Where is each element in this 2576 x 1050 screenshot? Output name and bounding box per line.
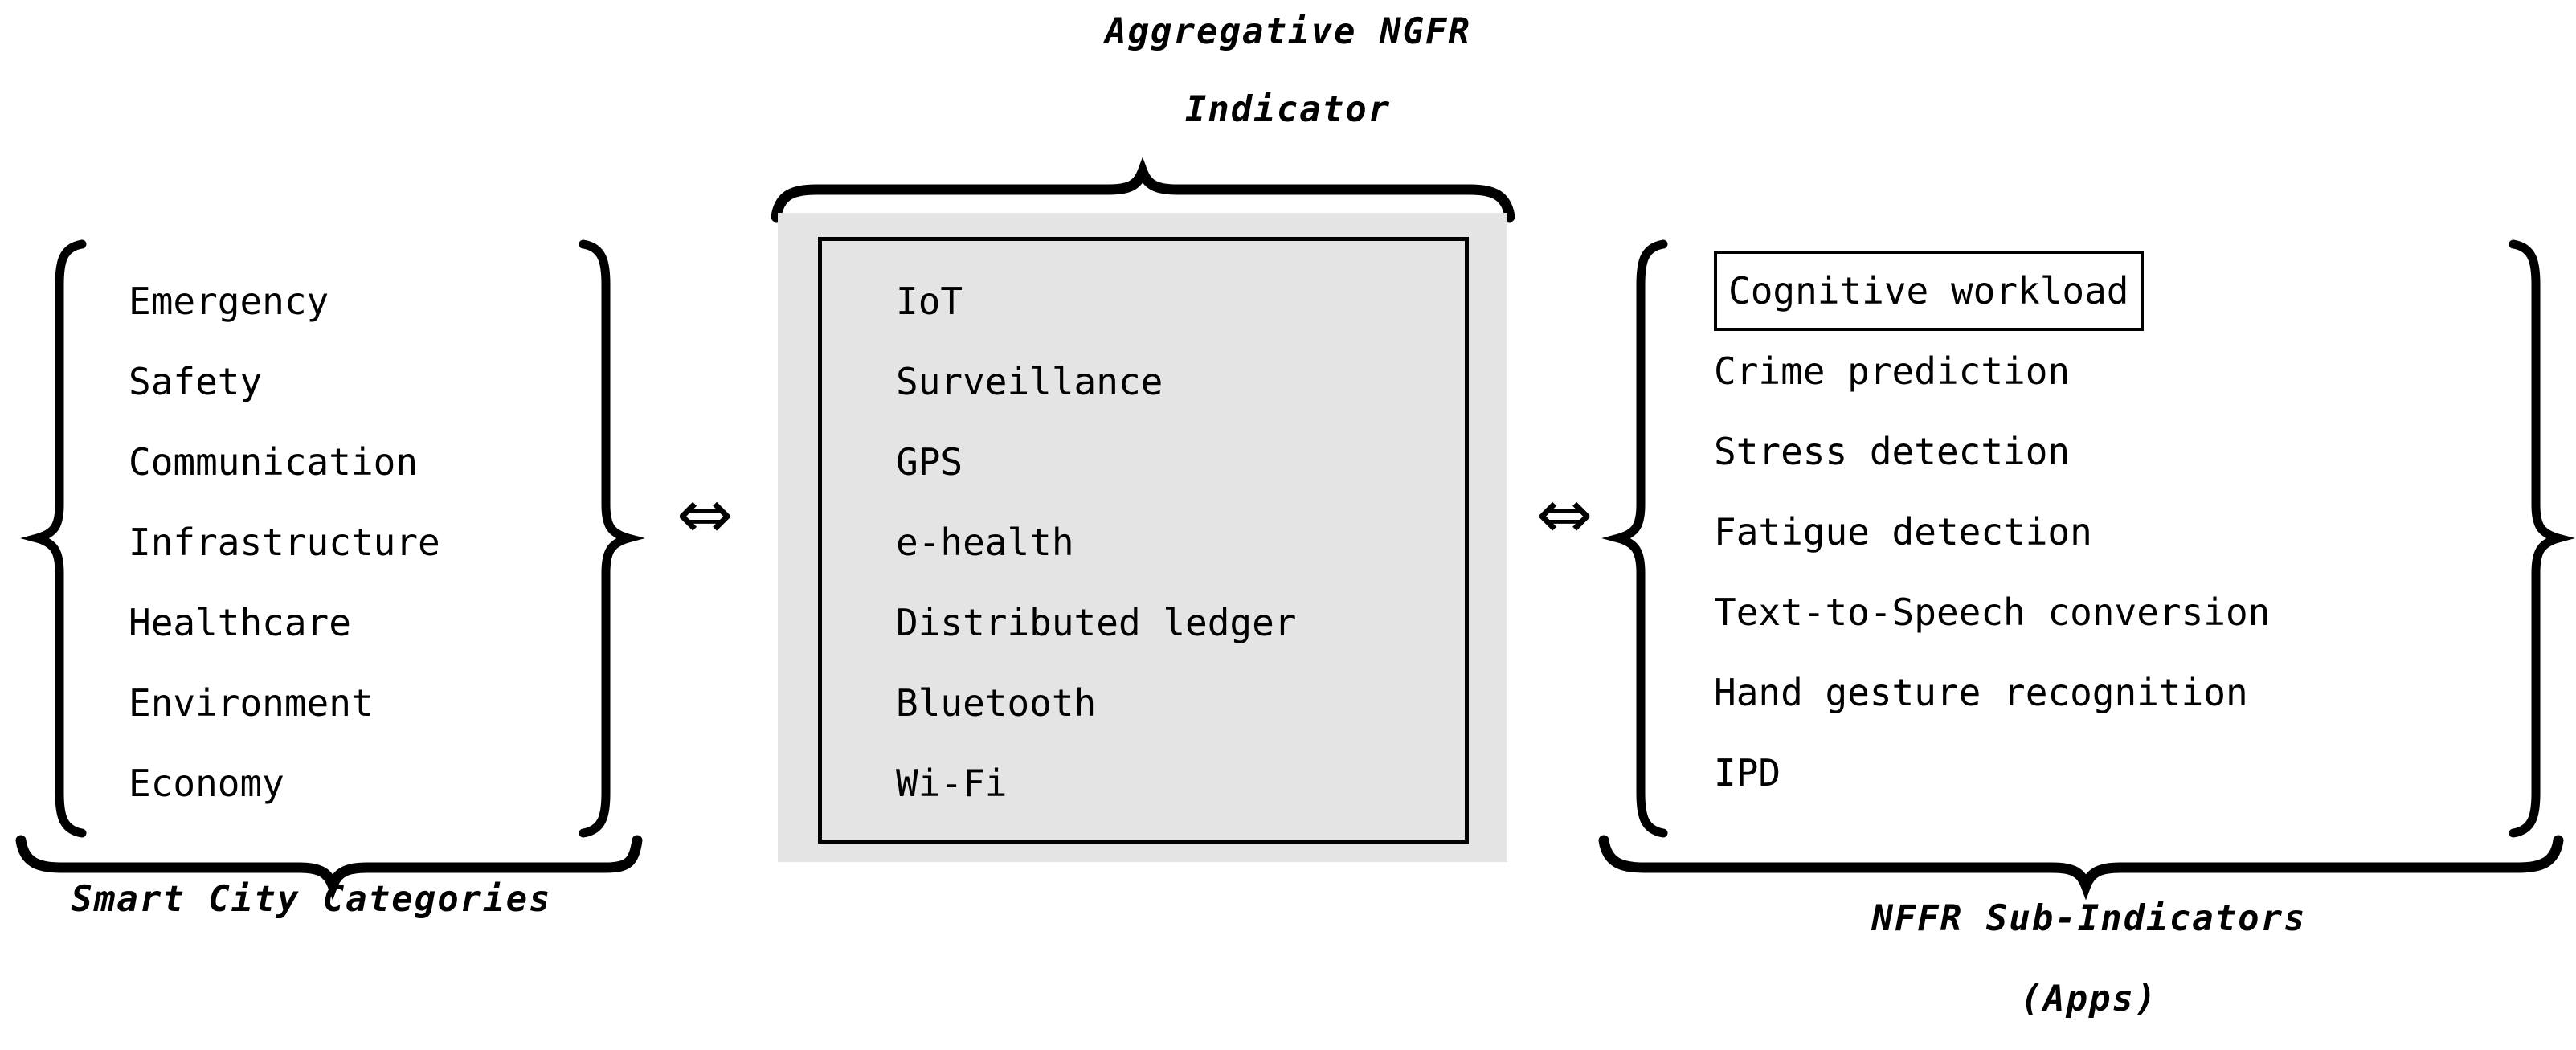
left-group-closing-brace — [579, 239, 645, 838]
list-item: Surveillance — [896, 360, 1163, 403]
list-item-cognitive-workload: Cognitive workload — [1714, 251, 2144, 331]
list-item: Economy — [129, 762, 284, 805]
list-item: IoT — [896, 280, 963, 323]
diagram-title-line-2: Indicator — [1184, 89, 1392, 130]
aggregative-indicator-inner-box — [818, 237, 1469, 844]
right-group-underbrace — [1598, 835, 2564, 901]
list-item: Fatigue detection — [1714, 510, 2092, 554]
list-item: Hand gesture recognition — [1714, 671, 2248, 714]
list-item: Text-to-Speech conversion — [1714, 590, 2271, 634]
right-group-caption-line-1: NFFR Sub-Indicators — [1871, 898, 2307, 939]
centre-group-overbrace — [771, 157, 1515, 223]
left-group-underbrace — [15, 835, 643, 901]
right-group-closing-brace — [2509, 239, 2575, 838]
list-item: Emergency — [129, 280, 329, 323]
left-group-caption: Smart City Categories — [71, 879, 552, 920]
right-group-opening-brace — [1601, 239, 1668, 838]
list-item: Infrastructure — [129, 521, 440, 564]
right-group-caption-line-2: (Apps) — [2020, 979, 2158, 1019]
list-item: Communication — [129, 440, 419, 484]
aggregative-indicator-panel — [778, 213, 1507, 862]
list-item: Wi-Fi — [896, 762, 1008, 805]
diagram-title-line-1: Aggregative NGFR — [1105, 11, 1471, 52]
list-item: Distributed ledger — [896, 601, 1297, 644]
list-item-wrapper: Cognitive workload — [1714, 251, 2270, 331]
list-item: Safety — [129, 360, 263, 403]
list-item: Bluetooth — [896, 681, 1097, 725]
list-item: IPD — [1714, 751, 1781, 795]
list-item: Environment — [129, 681, 374, 725]
list-item: Healthcare — [129, 601, 351, 644]
list-item: e-health — [896, 521, 1074, 564]
left-group-opening-brace — [20, 239, 87, 838]
smart-city-categories-list: Emergency Safety Communication Infrastru… — [129, 261, 440, 823]
double-arrow-icon-left: ⇔ — [677, 475, 734, 554]
list-item: GPS — [896, 440, 963, 484]
list-item: Stress detection — [1714, 430, 2071, 473]
nffr-sub-indicators-list: Cognitive workload Crime prediction Stre… — [1714, 251, 2270, 813]
list-item: Crime prediction — [1714, 349, 2071, 393]
aggregative-indicator-list: IoT Surveillance GPS e-health Distribute… — [896, 261, 1297, 823]
double-arrow-icon-right: ⇔ — [1536, 475, 1593, 554]
